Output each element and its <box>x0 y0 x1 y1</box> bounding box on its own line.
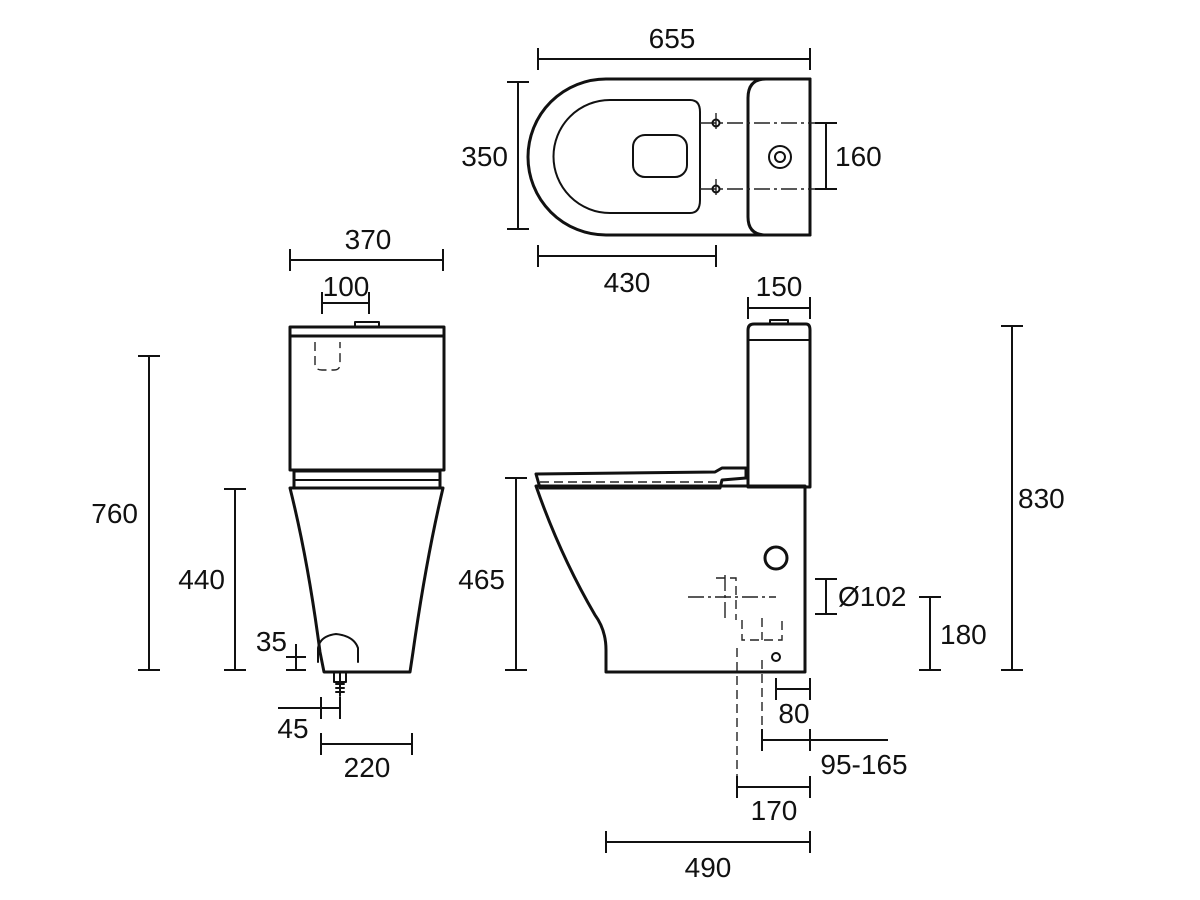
dim-front-seat-height: 440 <box>178 488 246 671</box>
top-view-fixing-hole-upper <box>711 118 721 128</box>
side-view-bowl-body <box>534 484 807 674</box>
dim-front-width-label: 370 <box>345 224 392 255</box>
dim-side-outlet-setout-label: 95-165 <box>820 749 907 780</box>
side-view-seat-lid <box>534 466 748 490</box>
top-view: 655 350 160 430 <box>461 23 881 298</box>
dim-side-seat-height: 465 <box>458 477 527 671</box>
dim-top-width-label: 350 <box>461 141 508 172</box>
dim-front-seat-height-label: 440 <box>178 564 225 595</box>
dim-top-bowl-length: 430 <box>537 245 717 298</box>
dim-side-total-depth-label: 490 <box>685 852 732 883</box>
dim-side-seat-height-label: 465 <box>458 564 505 595</box>
dim-side-inlet-offset-label: 80 <box>778 698 809 729</box>
dim-side-outlet-height: 180 <box>919 596 987 671</box>
dim-front-base-width-label: 220 <box>344 752 391 783</box>
dim-top-bowl-length-label: 430 <box>604 267 651 298</box>
top-view-cistern <box>746 77 812 237</box>
dim-side-cistern-depth-label: 150 <box>756 271 803 302</box>
front-view-cistern-lid <box>288 325 446 338</box>
dim-side-total-depth: 490 <box>605 831 811 883</box>
side-view-pan-connector-hidden <box>716 577 783 641</box>
dim-side-inlet-offset: 80 <box>775 678 811 729</box>
top-view-bowl-outline <box>526 77 812 237</box>
side-view-waste-outlet <box>763 545 789 571</box>
dim-side-outlet-setout: 95-165 <box>761 729 908 780</box>
top-view-seat-outline <box>552 99 701 214</box>
front-view-bowl-body <box>288 486 445 674</box>
dim-top-total-length-label: 655 <box>649 23 696 54</box>
front-view-inlet-cover <box>317 633 359 663</box>
dim-front-base-width: 220 <box>320 733 413 783</box>
front-view-valve-hidden <box>314 342 341 371</box>
dim-side-outlet-diameter: Ø102 <box>815 578 907 615</box>
top-view-flush-button <box>768 145 792 169</box>
dim-side-total-height-label: 830 <box>1018 483 1065 514</box>
dim-side-total-height: 830 <box>1001 325 1065 671</box>
dim-side-outlet-zone: 170 <box>736 776 811 826</box>
top-view-fixing-hole-lower <box>711 184 721 194</box>
dim-front-inlet-offset-label: 45 <box>277 713 308 744</box>
dim-side-outlet-zone-label: 170 <box>751 795 798 826</box>
dim-side-outlet-diameter-label: Ø102 <box>838 581 907 612</box>
dim-top-fixing-spacing-label: 160 <box>835 141 882 172</box>
front-view-flush-button <box>354 321 380 328</box>
side-view: 150 465 830 Ø102 180 <box>458 271 1064 883</box>
front-view: 370 100 760 440 35 <box>91 224 446 783</box>
dim-front-height-label: 760 <box>91 498 138 529</box>
dim-front-inlet-offset: 45 <box>277 697 341 744</box>
front-view-inlet-connector <box>333 671 347 693</box>
dim-side-outlet-height-label: 180 <box>940 619 987 650</box>
dim-front-button-label: 100 <box>323 271 370 302</box>
side-view-cistern <box>746 322 812 489</box>
dim-top-width: 350 <box>461 81 529 230</box>
front-view-cistern-body <box>288 334 446 472</box>
dim-front-width: 370 <box>289 224 444 271</box>
dim-top-total-length: 655 <box>537 23 811 70</box>
dim-front-button: 100 <box>321 271 370 314</box>
side-view-button <box>769 319 789 325</box>
dim-top-fixing-spacing: 160 <box>815 122 882 190</box>
dim-front-inlet-height: 35 <box>256 626 306 671</box>
dim-side-cistern-depth: 150 <box>747 271 811 319</box>
dim-front-inlet-height-label: 35 <box>256 626 287 657</box>
top-view-flush-button-inner <box>774 151 786 163</box>
side-view-water-inlet <box>771 652 781 662</box>
dim-front-height: 760 <box>91 355 160 671</box>
top-view-bowl-opening <box>632 134 688 178</box>
